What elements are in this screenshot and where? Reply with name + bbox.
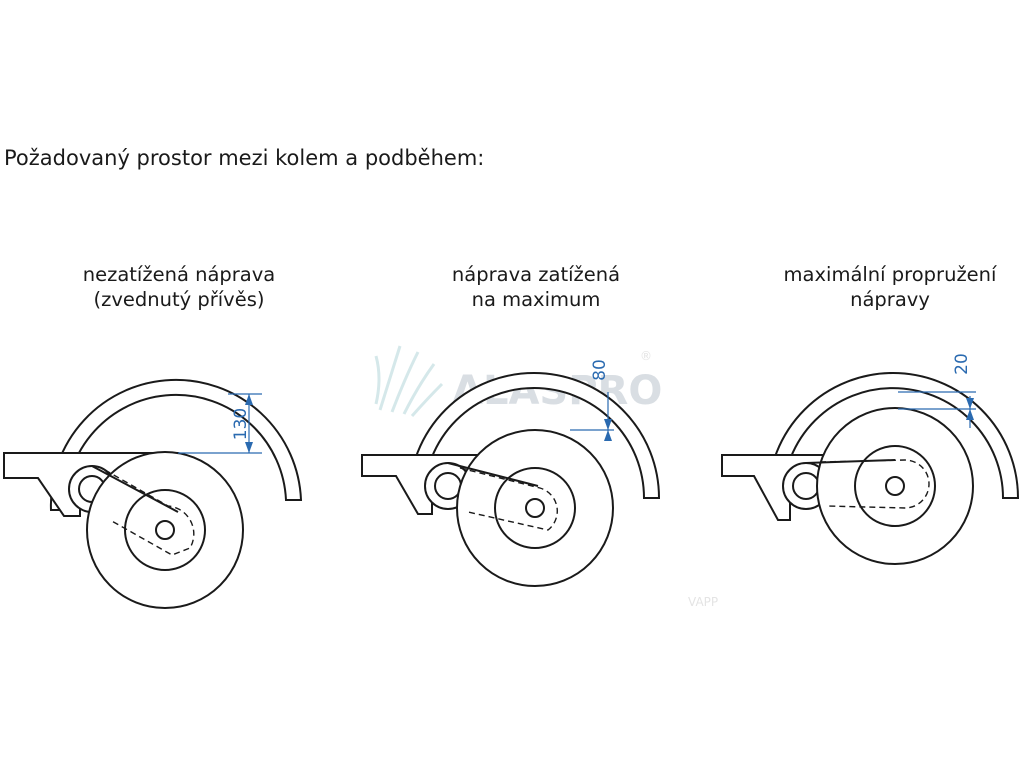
wheel-arch (766, 372, 1020, 499)
wheel-hub (124, 489, 206, 571)
wheel-arch (407, 372, 661, 499)
axle-center (525, 498, 545, 518)
caption-line: nezatížená náprava (82, 263, 276, 286)
caption-line: nápravy (850, 288, 930, 311)
wheel (86, 451, 244, 609)
watermark-logo-icon (374, 345, 444, 417)
diagram-unloaded-axle: 130 (3, 378, 303, 609)
wheel-hub (854, 445, 936, 527)
caption-line: (zvednutý přívěs) (93, 288, 265, 311)
swing-arm-edge (447, 462, 539, 487)
page-heading: Požadovaný prostor mezi kolem a podběhem… (4, 146, 485, 170)
dimension-20: 20 (898, 353, 976, 428)
dimension-label: 20 (952, 353, 972, 375)
swing-arm-edge (91, 465, 179, 513)
wheel-arch (49, 378, 303, 511)
dimension-label: 80 (590, 359, 610, 381)
dimension-130: 130 (178, 393, 262, 454)
diagram-loaded-axle: 80 (361, 359, 661, 587)
caption-unloaded-axle: nezatížená náprava (zvednutý přívěs) (29, 262, 329, 312)
caption-line: na maximum (471, 288, 601, 311)
caption-loaded-axle: náprava zatížená na maximum (386, 262, 686, 312)
caption-max-suspension: maximální propružení nápravy (740, 262, 1024, 312)
swing-arm-hidden (459, 467, 558, 531)
diagram-max-suspension: 20 (721, 353, 1020, 565)
axle-center (885, 476, 905, 496)
watermark-registered-mark: ® (640, 349, 652, 363)
watermark-small-text: VAPP (688, 595, 718, 609)
wheel-hub (494, 467, 576, 549)
swing-arm-hidden (819, 459, 930, 509)
swing-arm-hidden (104, 469, 195, 556)
axle-center (155, 520, 175, 540)
caption-line: náprava zatížená (451, 263, 621, 286)
wheel (456, 429, 614, 587)
caption-line: maximální propružení (783, 263, 997, 286)
wheel (816, 407, 974, 565)
dimension-label: 130 (231, 408, 251, 440)
dimension-80: 80 (570, 359, 614, 441)
